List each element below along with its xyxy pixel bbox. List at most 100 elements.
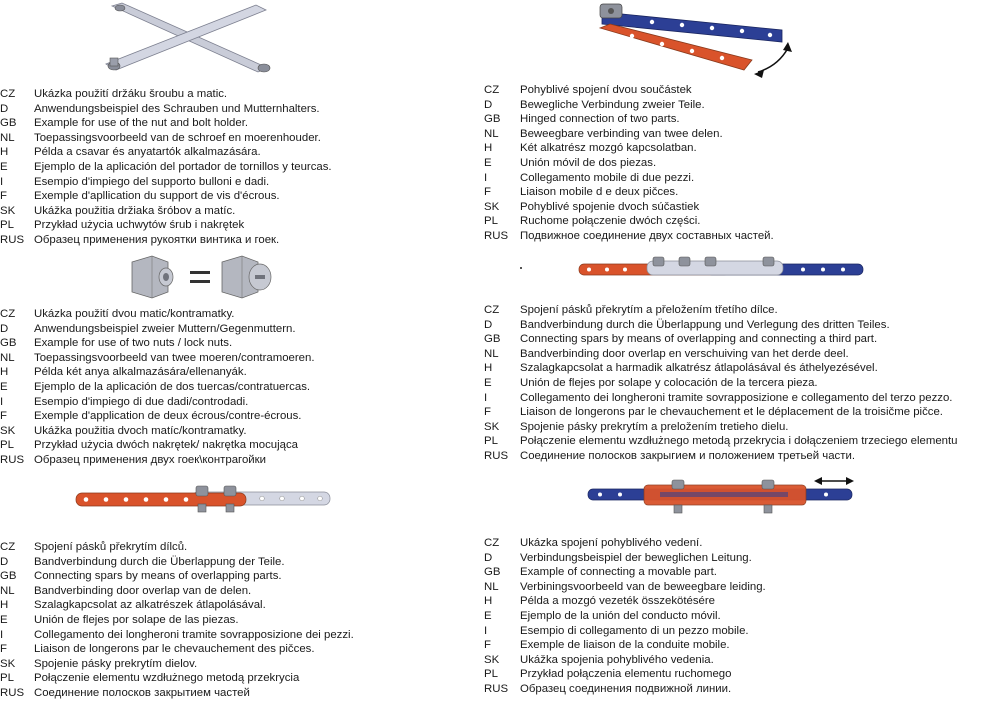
- language-line-h: H Példa a mozgó vezeték összekötésére: [484, 594, 766, 609]
- nut-assembly-right: [221, 255, 272, 299]
- instruction-text: Соединение полосков закрытием частей: [34, 686, 250, 699]
- instruction-text: Unión móvil de dos piezas.: [520, 156, 657, 169]
- instruction-text: Példa két anya alkalmazására/ellenanyák.: [34, 366, 247, 379]
- language-code: RUS: [0, 233, 25, 246]
- instruction-text: Szalagkapcsolat a harmadik alkatrész átl…: [520, 362, 878, 375]
- nut-assembly-left: [131, 255, 174, 299]
- stray-dot: [520, 267, 522, 269]
- language-code: H: [484, 142, 493, 155]
- language-code: RUS: [484, 682, 509, 695]
- bolt-1: [195, 485, 209, 513]
- instruction-text: Ukázka použití dvou matic/kontramatky.: [34, 308, 235, 320]
- bolt-holder-top-left: [114, 4, 126, 12]
- language-code: PL: [0, 439, 14, 452]
- instruction-text: Két alkatrész mozgó kapcsolatban.: [520, 142, 697, 155]
- instruction-text: Exemple d'application de deux écrous/con…: [34, 410, 302, 423]
- language-code: NL: [484, 347, 499, 360]
- instruction-text: Spojenie pásky prekrytím dielov.: [34, 657, 198, 670]
- instruction-text: Bandverbindung durch die Überlappung der…: [34, 555, 285, 568]
- bolts: [671, 479, 775, 514]
- language-code: NL: [484, 580, 499, 593]
- language-line-i: I Collegamento mobile di due pezzi.: [484, 171, 774, 186]
- third-part-figure: [578, 256, 864, 276]
- language-code: H: [0, 146, 9, 159]
- language-code: D: [484, 318, 493, 331]
- language-code: H: [0, 599, 9, 612]
- instruction-text: Példa a csavar és anyatartók alkalmazásá…: [34, 146, 261, 159]
- language-code: F: [0, 190, 7, 203]
- language-code: NL: [0, 131, 15, 144]
- language-code: RUS: [484, 449, 509, 462]
- instruction-text: Collegamento dei longheroni tramite sovr…: [520, 391, 953, 404]
- instruction-text: Ejemplo de la aplicación de dos tuercas/…: [34, 380, 311, 393]
- instruction-text: Образец применения рукоятки винтика и го…: [34, 233, 280, 246]
- instruction-text: Példa a mozgó vezeték összekötésére: [520, 595, 716, 608]
- instruction-text: Pohyblivé spojení dvou součástek: [520, 84, 692, 96]
- language-code: SK: [0, 657, 16, 670]
- language-code: I: [484, 624, 488, 637]
- language-line-d: D Bewegliche Verbindung zweier Teile.: [484, 98, 774, 113]
- instruction-text: Bewegliche Verbindung zweier Teile.: [520, 98, 705, 111]
- instruction-text: Unión de flejes por solape de las piezas…: [34, 613, 239, 626]
- language-code: RUS: [484, 229, 509, 242]
- instruction-text: Beweegbare verbinding van twee delen.: [520, 127, 723, 140]
- language-line-rus: RUS Подвижное соединение двух составных ч…: [484, 229, 774, 244]
- equals-sign: [190, 271, 210, 283]
- language-code: H: [484, 595, 493, 608]
- instruction-text: Exemple de liaison de la conduite mobile…: [520, 639, 730, 652]
- bolt-2: [223, 485, 237, 513]
- language-line-h: H Két alkatrész mozgó kapcsolatban.: [484, 141, 774, 156]
- instruction-text: Подвижное соединение двух составных част…: [520, 229, 774, 242]
- instruction-text: Example for use of two nuts / lock nuts.: [34, 337, 233, 350]
- instruction-text: Collegamento dei longheroni tramite sovr…: [34, 628, 354, 641]
- blue-strip: [601, 11, 783, 43]
- red-strip: [75, 492, 247, 507]
- language-code: D: [484, 98, 493, 111]
- instruction-text: Ukážka použitia držiaka šróbov a matíc.: [34, 204, 236, 217]
- language-code: I: [0, 175, 4, 188]
- instruction-text: Образец соединения подвижной линии.: [520, 682, 732, 695]
- language-line-rus: RUS Образец применения рукоятки винтика и…: [0, 233, 332, 248]
- instruction-text: Unión de flejes por solape y colocación …: [520, 376, 818, 389]
- double-arrow-icon: [814, 477, 854, 485]
- language-code: GB: [484, 113, 501, 126]
- language-code: I: [0, 628, 4, 641]
- instruction-text: Connecting spars by means of overlapping…: [34, 570, 282, 583]
- instruction-text: Collegamento mobile di due pezzi.: [520, 171, 695, 184]
- language-code: I: [0, 395, 4, 408]
- hinged-strips-figure: [598, 3, 792, 78]
- language-code: F: [0, 643, 7, 656]
- language-code: GB: [484, 333, 501, 346]
- red-strip: [643, 484, 807, 506]
- language-code: SK: [0, 204, 16, 217]
- overlap-strips-figure: [75, 485, 331, 513]
- language-code: F: [484, 406, 491, 419]
- language-line-sk: SK Ukážka použitia držiaka šróbov a matíc…: [0, 204, 332, 219]
- instruction-text: Bandverbinding door overlap van de delen…: [34, 584, 252, 597]
- instruction-text: Pohyblivé spojenie dvoch súčastiek: [520, 200, 700, 213]
- language-code: CZ: [484, 537, 500, 549]
- language-code: E: [0, 160, 8, 173]
- instruction-text: Ruchome połączenie dwóch części.: [520, 215, 701, 228]
- language-code: I: [484, 171, 488, 184]
- language-code: RUS: [0, 453, 25, 466]
- two-nuts-figure: [131, 255, 272, 299]
- language-line-sk: SK Spojenie pásky prekrytím dielov.: [0, 657, 354, 672]
